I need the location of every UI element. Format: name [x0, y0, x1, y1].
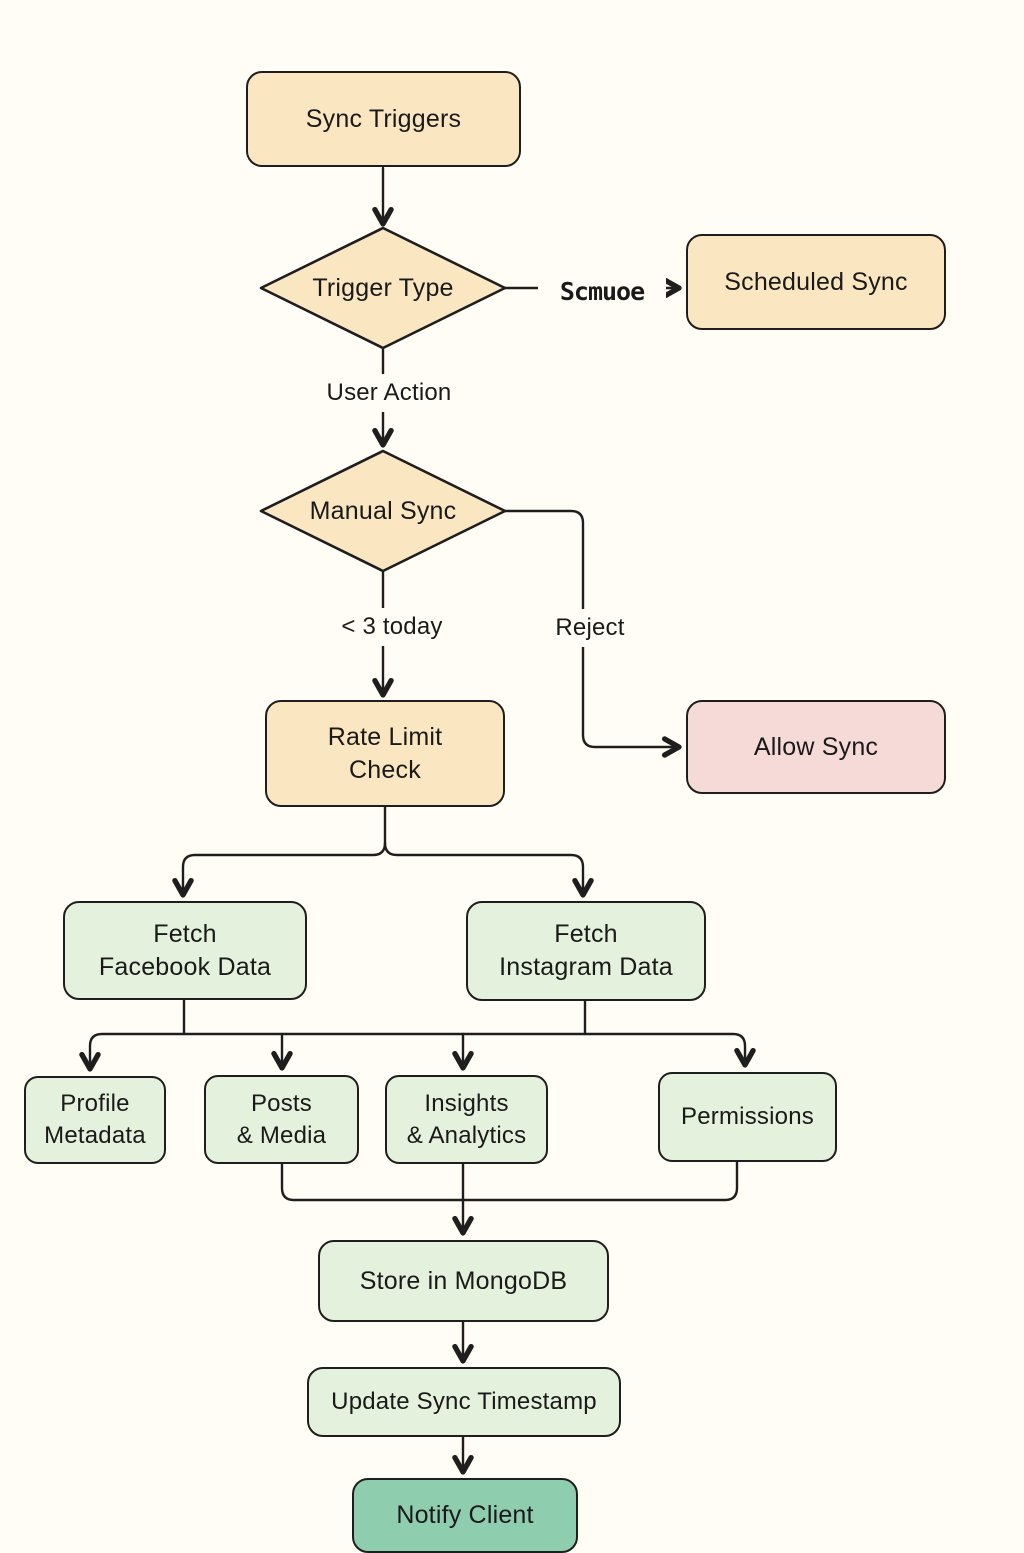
- edge-label-schedule: Scmuoe: [538, 272, 666, 310]
- node-permissions: Permissions: [658, 1072, 837, 1162]
- node-sync-triggers: Sync Triggers: [246, 71, 521, 167]
- edge-label-under-three-today: < 3 today: [326, 608, 458, 646]
- diamond-trigger-type: [261, 228, 505, 348]
- node-profile-metadata: Profile Metadata: [24, 1076, 166, 1164]
- node-allow-sync: Allow Sync: [686, 700, 946, 794]
- node-fetch-facebook-data: Fetch Facebook Data: [63, 901, 307, 1000]
- node-store-in-mongodb: Store in MongoDB: [318, 1240, 609, 1322]
- node-insights-analytics: Insights & Analytics: [385, 1075, 548, 1164]
- node-rate-limit-check: Rate Limit Check: [265, 700, 505, 807]
- node-update-sync-timestamp: Update Sync Timestamp: [307, 1367, 621, 1437]
- node-notify-client: Notify Client: [352, 1478, 578, 1553]
- node-scheduled-sync: Scheduled Sync: [686, 234, 946, 330]
- node-fetch-instagram-data: Fetch Instagram Data: [466, 901, 706, 1001]
- label-trigger-type: Trigger Type: [312, 273, 454, 302]
- label-manual-sync: Manual Sync: [309, 496, 457, 525]
- edge-label-user-action: User Action: [313, 374, 465, 412]
- edge-ratelimit-fetchinstagram: [385, 843, 583, 895]
- edge-ratelimit-fetchfacebook: [183, 843, 385, 895]
- node-posts-media: Posts & Media: [204, 1075, 359, 1164]
- diamond-manual-sync: [261, 451, 505, 571]
- edge-permissions-merge: [463, 1162, 737, 1200]
- edge-label-reject: Reject: [544, 609, 636, 647]
- edge-postsmedia-merge: [282, 1164, 463, 1200]
- edge-fanout-bus: [90, 1034, 745, 1069]
